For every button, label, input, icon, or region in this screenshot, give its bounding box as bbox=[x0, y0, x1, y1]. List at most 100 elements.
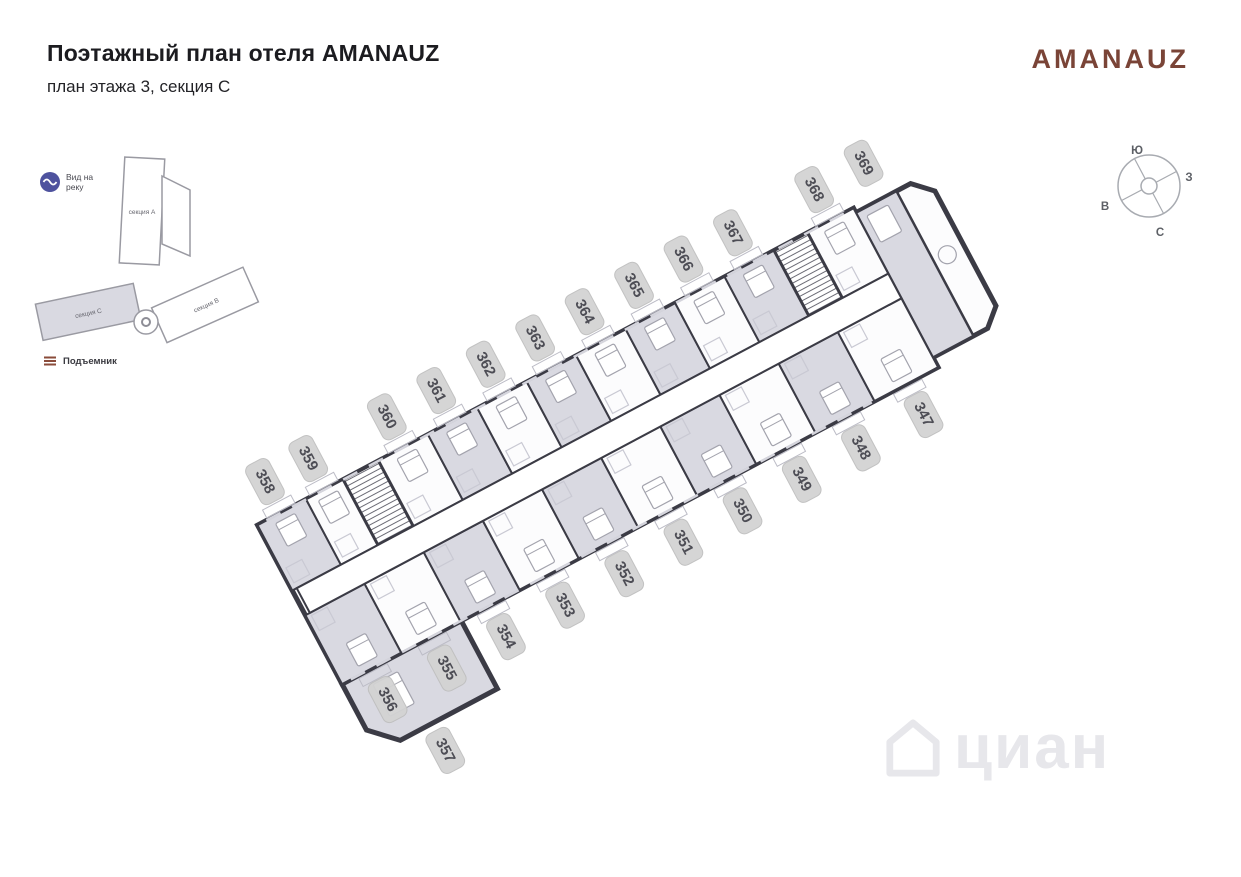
bed-icon bbox=[545, 369, 577, 404]
balcony bbox=[679, 272, 714, 297]
bed-icon bbox=[275, 513, 307, 547]
bathroom bbox=[487, 511, 514, 538]
bed-icon bbox=[346, 633, 378, 667]
balcony bbox=[729, 245, 764, 271]
room-number-tag bbox=[564, 288, 605, 336]
balcony bbox=[261, 494, 296, 519]
corridor bbox=[295, 272, 903, 615]
room-number-tag bbox=[416, 366, 457, 415]
balcony bbox=[432, 403, 467, 428]
balcony bbox=[304, 471, 339, 496]
balcony bbox=[831, 411, 866, 436]
brand-logo: AMANAUZ bbox=[1031, 44, 1189, 74]
bathroom bbox=[285, 558, 311, 584]
room-number-tag bbox=[663, 518, 704, 566]
bed-icon bbox=[880, 349, 913, 383]
bathroom bbox=[783, 354, 810, 380]
watermark-house-icon bbox=[886, 718, 940, 777]
balcony bbox=[535, 568, 570, 593]
page-subtitle: план этажа 3, секция С bbox=[47, 77, 231, 96]
balcony bbox=[476, 599, 511, 625]
balcony bbox=[772, 442, 807, 467]
compass: Ю З В С bbox=[1101, 145, 1193, 239]
bed-icon bbox=[405, 601, 437, 635]
bed-icon bbox=[644, 317, 676, 351]
bathroom bbox=[455, 467, 482, 494]
bathroom bbox=[835, 266, 861, 292]
wing-a-label: секция А bbox=[129, 209, 156, 216]
bed-icon bbox=[824, 221, 856, 255]
bed-icon bbox=[582, 507, 615, 541]
bed-icon bbox=[318, 490, 350, 524]
room-number-tag bbox=[843, 139, 884, 187]
room-number-tag bbox=[903, 390, 944, 439]
table-icon bbox=[937, 245, 957, 265]
balcony bbox=[482, 377, 516, 402]
wing-b: секция В bbox=[150, 266, 260, 344]
lift-legend: Подъемник bbox=[42, 354, 117, 368]
compass-ring bbox=[1117, 154, 1181, 218]
bathroom bbox=[428, 543, 455, 569]
bathroom bbox=[504, 441, 531, 467]
room-number-tag bbox=[545, 581, 585, 629]
bed-icon bbox=[760, 413, 792, 447]
bathroom bbox=[369, 574, 396, 600]
bathroom bbox=[310, 606, 336, 632]
balcony bbox=[358, 662, 393, 688]
bed-icon bbox=[396, 448, 429, 482]
hub-circle bbox=[133, 309, 159, 335]
watermark-text: циан bbox=[954, 713, 1111, 782]
room-number-tag bbox=[245, 458, 285, 506]
compass-north: С bbox=[1156, 227, 1164, 239]
bed-icon bbox=[693, 291, 726, 325]
balcony bbox=[581, 324, 615, 349]
bed-icon bbox=[819, 381, 851, 415]
watermark: циан bbox=[884, 712, 1110, 783]
compass-south: Ю bbox=[1131, 145, 1143, 157]
bed-icon bbox=[701, 444, 733, 478]
room-number-tag bbox=[465, 340, 506, 388]
bathroom bbox=[406, 494, 432, 520]
balcony bbox=[654, 505, 688, 530]
balcony bbox=[531, 350, 566, 376]
room-number-tag bbox=[604, 550, 645, 598]
bathroom bbox=[842, 323, 869, 349]
bed-icon bbox=[866, 204, 902, 243]
lift-label: Подъемник bbox=[63, 355, 117, 367]
room-number-tag bbox=[713, 209, 753, 257]
balcony bbox=[417, 631, 452, 656]
bathroom bbox=[702, 336, 729, 362]
lift-icon bbox=[44, 356, 56, 366]
room-number-tag bbox=[486, 613, 526, 661]
page-title: Поэтажный план отеля AMANAUZ bbox=[47, 40, 440, 66]
minimap-graphic: секция А секция В секция С bbox=[34, 156, 260, 344]
bed-icon bbox=[594, 343, 627, 377]
header: Поэтажный план отеля AMANAUZ план этажа … bbox=[47, 40, 440, 97]
balcony bbox=[713, 474, 748, 499]
windows-bottom bbox=[350, 401, 873, 681]
room-number-tag bbox=[663, 235, 704, 283]
bed-icon bbox=[464, 570, 496, 604]
bathroom bbox=[606, 449, 632, 475]
bathroom bbox=[547, 480, 573, 506]
room-number-tag bbox=[367, 675, 408, 724]
room-number-tag bbox=[288, 435, 329, 483]
room-number-tag bbox=[614, 261, 654, 309]
balcony bbox=[594, 537, 629, 562]
room-number-tag bbox=[425, 726, 466, 774]
bed-icon bbox=[641, 476, 674, 510]
bed-icon bbox=[495, 396, 528, 430]
balcony bbox=[383, 429, 418, 455]
bed-icon bbox=[523, 538, 555, 573]
wing-c: секция С bbox=[34, 282, 142, 342]
room-number-tag bbox=[781, 455, 822, 503]
bed-icon bbox=[743, 264, 775, 298]
room-number-tag bbox=[366, 393, 407, 441]
balcony bbox=[810, 202, 845, 227]
bathroom bbox=[653, 362, 679, 388]
bathroom bbox=[724, 386, 751, 412]
bathroom bbox=[554, 415, 580, 441]
bathroom bbox=[752, 310, 778, 336]
building-overview: секция А секция В секция С Вид на реку П… bbox=[30, 146, 290, 386]
